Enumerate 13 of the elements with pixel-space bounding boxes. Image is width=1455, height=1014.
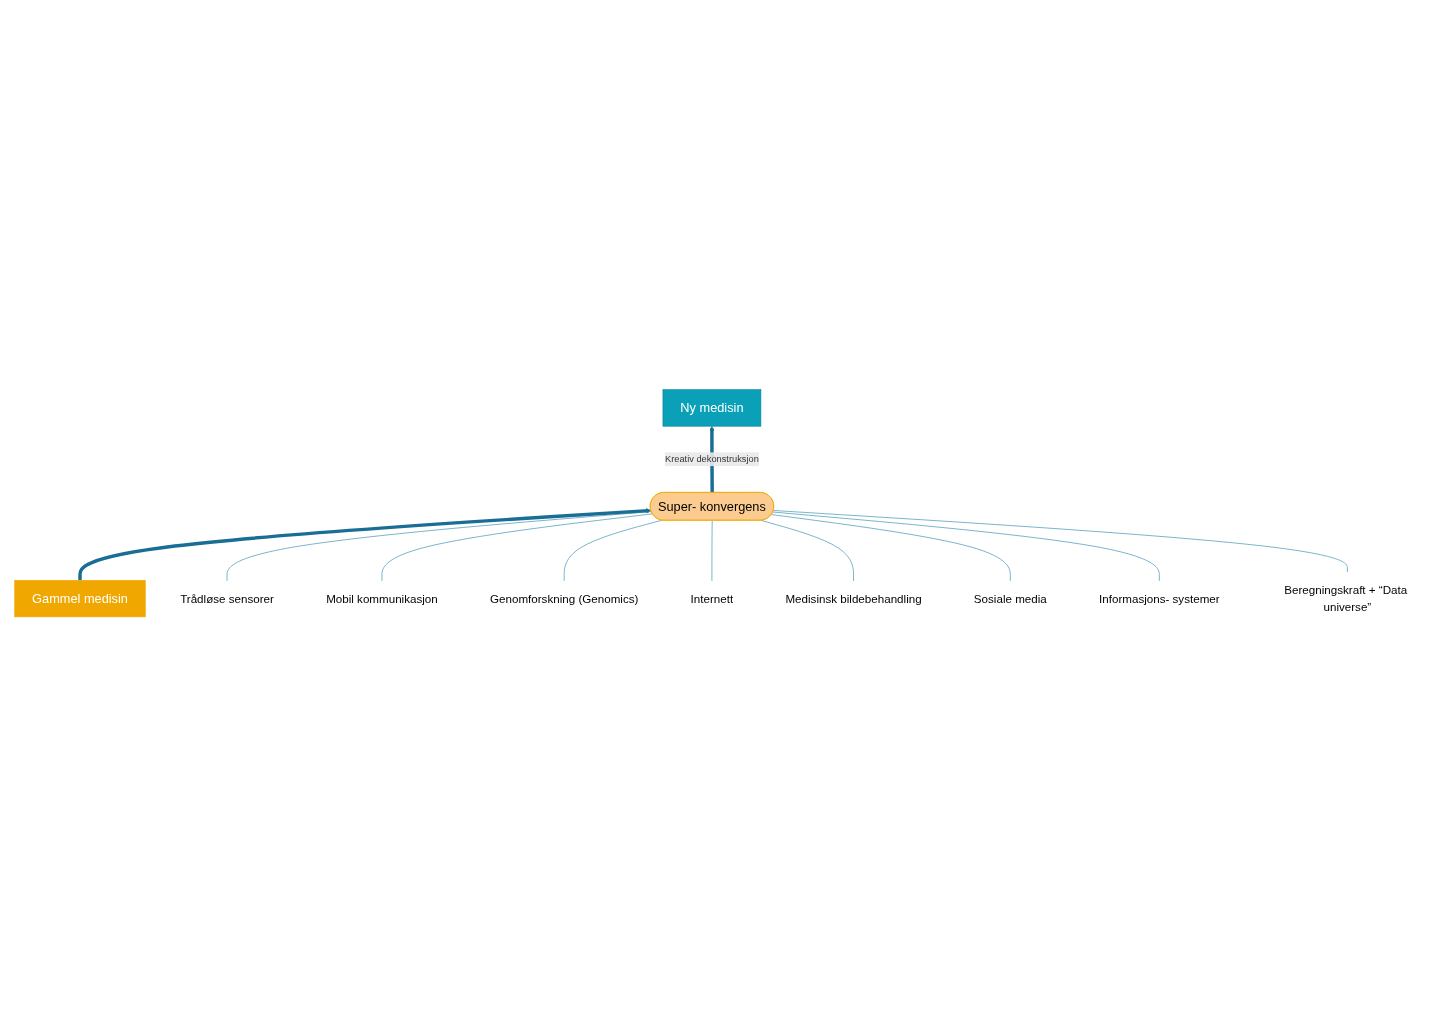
node-text: Mobil kommunikasjon [326, 592, 438, 605]
node-text: Sosiale media [973, 592, 1047, 605]
node-box: Ny medisin [662, 389, 762, 427]
node-text: Internett [690, 592, 734, 605]
node-text: Trådløse sensorer [180, 592, 274, 605]
edge-label: Kreativ dekonstruksjon [664, 453, 759, 464]
node-box: Gammel medisin [14, 579, 146, 617]
node-text: Genomforskning (Genomics) [490, 592, 639, 605]
node-text: Medisinsk bildebehandling [785, 592, 922, 605]
connector [381, 513, 653, 582]
connector [226, 511, 652, 582]
node-text: Informasjons- systemer [1099, 592, 1220, 605]
node-text: Beregningskraft + “Data universe” [1284, 583, 1408, 614]
